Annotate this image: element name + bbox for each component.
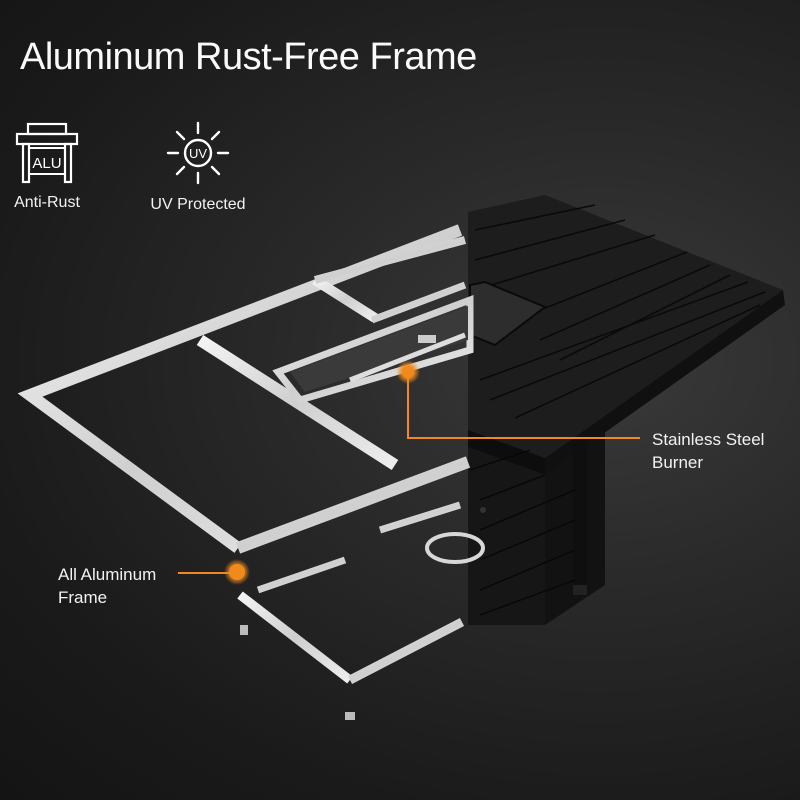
page-title: Aluminum Rust-Free Frame (20, 36, 477, 78)
callout-frame-marker (178, 559, 250, 585)
callout-label-frame: All Aluminum Frame (58, 563, 156, 609)
aluminum-frame (17, 224, 474, 718)
callout-burner-line1: Stainless Steel (652, 430, 765, 449)
feature-label-anti-rust: Anti-Rust (14, 194, 80, 211)
black-cabinet (468, 430, 605, 625)
callout-burner-marker (396, 360, 640, 439)
feature-anti-rust: ALU Anti-Rust (0, 122, 107, 212)
black-tabletop (468, 195, 785, 475)
uv-sun-icon: UV (166, 121, 230, 185)
callout-burner-line2: Burner (652, 453, 704, 472)
callout-frame-line2: Frame (58, 588, 108, 607)
cabinet-door-handle (480, 507, 486, 513)
callout-label-burner: Stainless Steel Burner (652, 428, 764, 474)
uv-icon-text: UV (189, 146, 207, 161)
alu-frame-icon: ALU (15, 122, 79, 184)
feature-label-uv-protected: UV Protected (150, 196, 246, 213)
callout-frame-line1: All Aluminum (58, 565, 157, 584)
alu-icon-text: ALU (32, 155, 61, 172)
feature-uv-protected: UV UV Protected (138, 120, 258, 214)
